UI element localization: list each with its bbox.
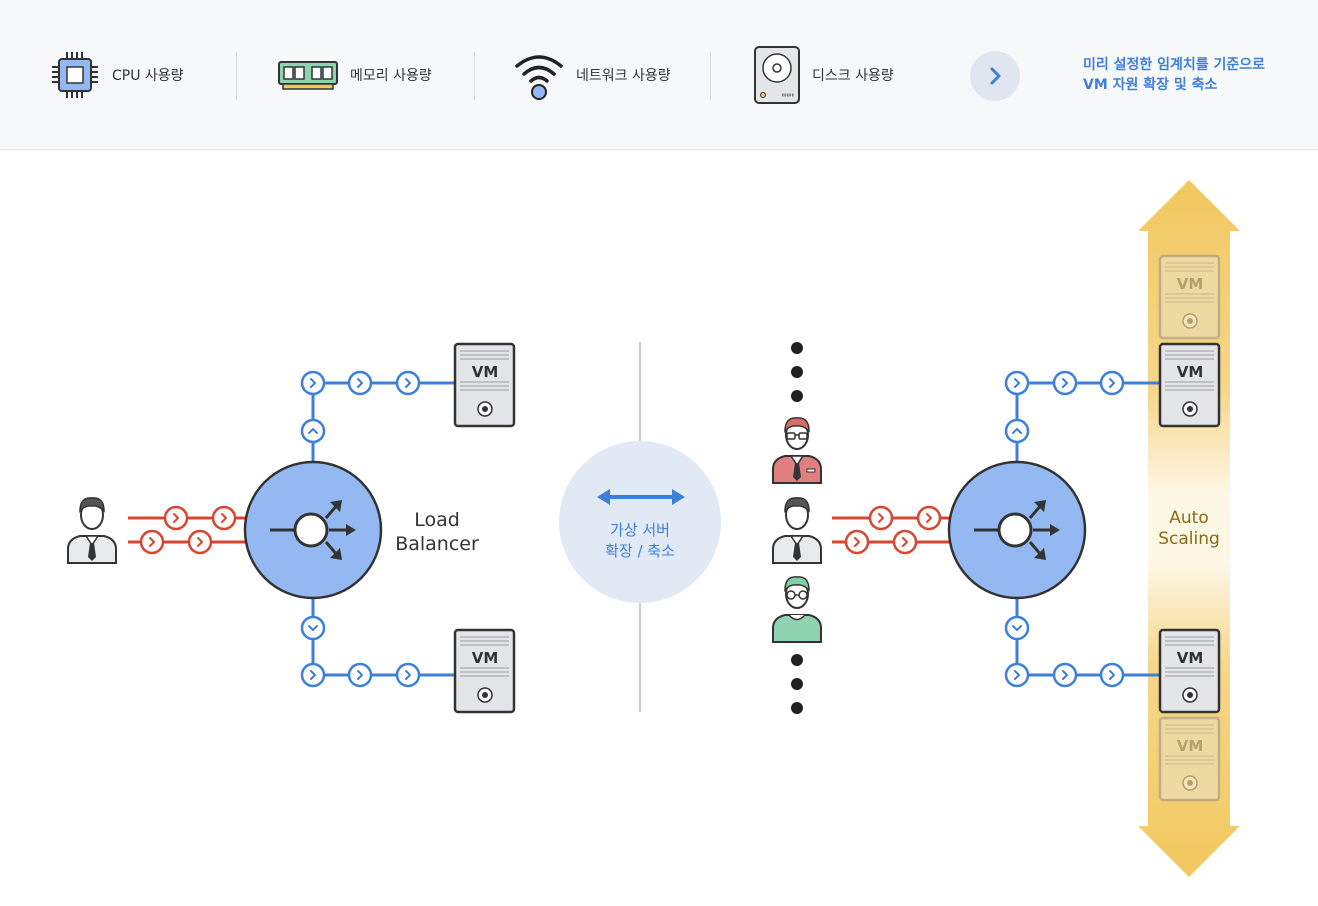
auto-scaling-label: Auto [1169,508,1208,528]
vm-server-ghost: VM [1158,254,1221,340]
connection-line-upper [1015,381,1160,462]
vm-server: VM [453,628,516,714]
metrics-bar: CPU 사용량 메모리 사용량 네트워크 사용량 [0,0,1318,150]
load-balancer-label: Load [414,509,460,531]
vm-server: VM [1158,342,1221,428]
metric-cpu: CPU 사용량 [50,44,184,106]
vm-label: VM [1177,275,1204,293]
load-balancer-label: Balancer [395,533,479,555]
chevron-right-icon [308,378,411,680]
metric-label: 디스크 사용량 [812,68,894,84]
divider [474,52,475,100]
auto-scaling-label: Scaling [1158,529,1220,549]
load-balancer-icon [947,460,1087,600]
vm-server: VM [453,342,516,428]
scale-circle [559,441,721,603]
wifi-icon [515,55,563,100]
chevron-right-icon [854,513,932,547]
scale-label: 확장 / 축소 [605,542,675,560]
chevron-right-icon [1012,378,1115,680]
vm-label: VM [1177,649,1204,667]
cpu-icon [52,52,98,98]
vm-label: VM [472,363,499,381]
double-arrow-icon [597,489,685,505]
user-icon [67,496,117,564]
traffic-node-group [139,505,237,555]
disk-icon [754,46,800,104]
vm-label: VM [1177,363,1204,381]
user-icon [772,575,822,643]
summary-line-1: 미리 설정한 임계치를 기준으로 [1083,57,1266,73]
user-icon [772,496,822,564]
load-balancer-icon [243,460,383,600]
connection-line-lower [1015,598,1160,677]
connection-line-lower [311,598,455,677]
next-arrow-button[interactable] [970,51,1020,101]
chevron-right-icon [149,513,227,547]
metric-label: 메모리 사용량 [350,68,432,84]
chevron-right-icon [990,67,1001,85]
vm-label: VM [1177,737,1204,755]
memory-icon [278,61,338,90]
metric-memory: 메모리 사용량 [278,44,432,106]
user-icon [772,416,822,484]
metric-network: 네트워크 사용량 [514,44,671,106]
vm-label: VM [472,649,499,667]
flow-node-group [300,370,421,688]
divider [710,52,711,100]
metric-label: CPU 사용량 [112,68,184,84]
ellipsis-dots [791,342,803,714]
traffic-node-group [844,505,942,555]
flow-node-group [1004,370,1125,688]
summary-line-2: VM 자원 확장 및 축소 [1083,77,1218,93]
metric-label: 네트워크 사용량 [576,68,671,84]
vm-server: VM [1158,628,1221,714]
metric-disk: 디스크 사용량 [754,44,894,106]
scale-label: 가상 서버 [610,521,670,539]
connection-line-upper [311,381,455,462]
threshold-summary: 미리 설정한 임계치를 기준으로 VM 자원 확장 및 축소 [1083,55,1303,95]
autoscaling-diagram: Load Balancer VM VM 가상 서버 확장 / 축소 [67,180,1240,877]
divider [236,52,237,100]
vm-server-ghost: VM [1158,716,1221,802]
